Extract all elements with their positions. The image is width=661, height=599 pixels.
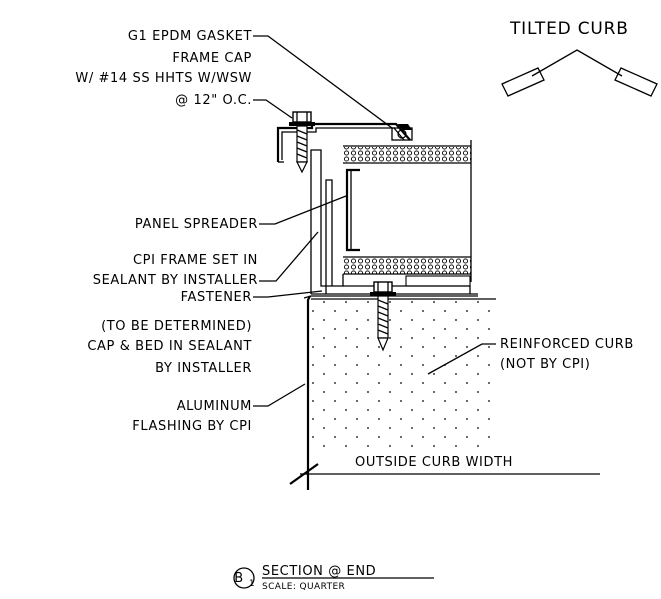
panel-spreader <box>345 168 360 252</box>
reinforced-curb <box>311 298 496 448</box>
label-cpi-frame-2: SEALANT BY INSTALLER <box>93 273 258 288</box>
leader-lines <box>253 35 496 407</box>
section-title: SECTION @ END <box>262 564 376 579</box>
label-oc: @ 12" O.C. <box>175 93 252 108</box>
label-by-installer: BY INSTALLER <box>155 361 252 376</box>
label-gasket: G1 EPDM GASKET <box>128 29 252 44</box>
gasket <box>391 124 413 141</box>
label-reinforced-1: REINFORCED CURB <box>500 337 634 352</box>
label-panel-spreader: PANEL SPREADER <box>135 217 258 232</box>
scale-label: SCALE: QUARTER <box>262 582 345 592</box>
label-aluminum: ALUMINUM <box>177 399 252 414</box>
detail-bubble <box>233 567 255 589</box>
label-cap-bed: CAP & BED IN SEALANT <box>87 339 252 354</box>
label-cpi-frame-1: CPI FRAME SET IN <box>133 253 258 268</box>
label-flashing: FLASHING BY CPI <box>132 419 252 434</box>
bubble-letter: B <box>234 571 244 586</box>
bottom-fastener <box>370 281 396 352</box>
dimension-outside-curb-width <box>289 463 600 485</box>
label-tilted-curb: TILTED CURB <box>509 19 629 39</box>
label-reinforced-2: (NOT BY CPI) <box>500 357 590 372</box>
label-hhts: W/ #14 SS HHTS W/WSW <box>75 71 252 86</box>
label-frame-cap: FRAME CAP <box>172 51 252 66</box>
aluminum-flashing <box>303 295 478 490</box>
title-block: B 1 SECTION @ END SCALE: QUARTER <box>233 564 434 592</box>
label-outside-width: OUTSIDE CURB WIDTH <box>355 455 513 470</box>
label-fastener: FASTENER <box>181 290 252 305</box>
top-screw <box>289 111 315 174</box>
label-tbd: (TO BE DETERMINED) <box>101 319 252 334</box>
insulated-panel <box>343 140 472 282</box>
tilted-curb-icon <box>501 49 658 97</box>
bubble-number: 1 <box>249 579 255 589</box>
